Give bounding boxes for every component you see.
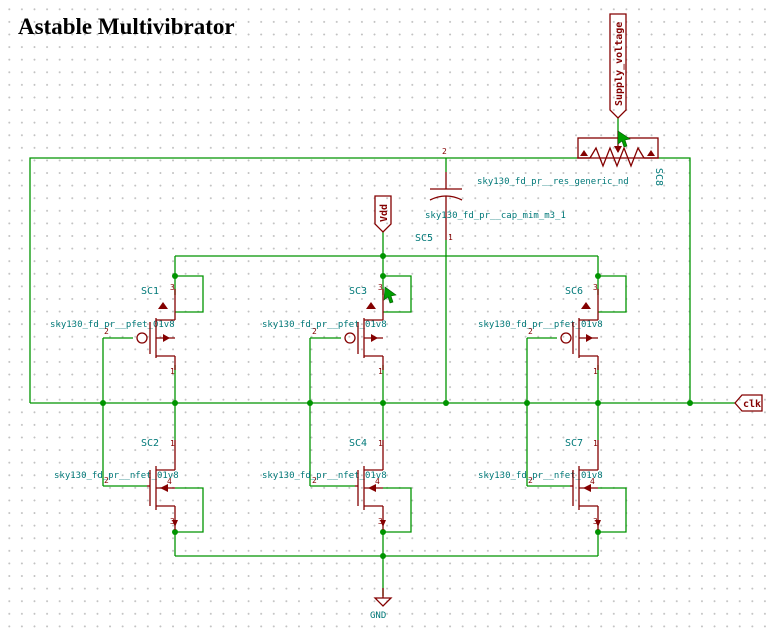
svg-text:3: 3 bbox=[593, 517, 598, 526]
port-clk[interactable]: clk bbox=[734, 394, 763, 412]
ref-label: SC2 bbox=[141, 438, 159, 449]
supply-voltage-label: Supply_voltage bbox=[614, 22, 625, 106]
svg-text:2: 2 bbox=[104, 476, 109, 485]
ref-label: SC4 bbox=[349, 438, 367, 449]
svg-text:2: 2 bbox=[528, 327, 533, 336]
svg-text:1: 1 bbox=[593, 367, 598, 376]
probe-icon bbox=[383, 286, 397, 304]
model-label: sky130_fd_pr__pfet_01v8 bbox=[478, 320, 603, 330]
probe-icon bbox=[617, 130, 631, 148]
clk-label: clk bbox=[743, 399, 761, 410]
svg-text:1: 1 bbox=[593, 439, 598, 448]
vdd-label: Vdd bbox=[379, 204, 390, 222]
gnd-label: GND bbox=[370, 611, 386, 621]
model-label: sky130_fd_pr__nfet_01v8 bbox=[54, 471, 179, 481]
resistor-sc8[interactable]: sky130_fd_pr__res_generic_nd SC8 bbox=[477, 130, 664, 187]
port-vdd[interactable]: Vdd bbox=[374, 195, 392, 233]
transistor-sc1[interactable]: SC1 sky130_fd_pr__pfet_01v8 3 2 1 bbox=[50, 283, 176, 376]
ground-symbol: GND bbox=[370, 588, 393, 621]
svg-text:2: 2 bbox=[442, 147, 447, 156]
svg-text:4: 4 bbox=[167, 477, 172, 486]
svg-text:3: 3 bbox=[593, 283, 598, 292]
model-label: sky130_fd_pr__nfet_01v8 bbox=[262, 471, 387, 481]
svg-text:1: 1 bbox=[170, 439, 175, 448]
svg-text:4: 4 bbox=[590, 477, 595, 486]
port-supply-voltage[interactable]: Supply_voltage bbox=[609, 13, 627, 119]
model-label: sky130_fd_pr__pfet_01v8 bbox=[50, 320, 175, 330]
svg-text:3: 3 bbox=[170, 517, 175, 526]
svg-text:4: 4 bbox=[375, 477, 380, 486]
svg-text:1: 1 bbox=[448, 233, 453, 242]
transistor-sc4[interactable]: SC4 sky130_fd_pr__nfet_01v8 1 2 4 3 bbox=[262, 438, 387, 530]
model-label: sky130_fd_pr__nfet_01v8 bbox=[478, 471, 603, 481]
svg-text:2: 2 bbox=[312, 476, 317, 485]
model-label: sky130_fd_pr__cap_mim_m3_1 bbox=[425, 211, 566, 221]
transistor-sc3[interactable]: SC3 sky130_fd_pr__pfet_01v8 3 2 1 bbox=[262, 283, 397, 376]
svg-text:1: 1 bbox=[170, 367, 175, 376]
ref-label: SC1 bbox=[141, 286, 159, 297]
svg-text:1: 1 bbox=[378, 367, 383, 376]
svg-text:3: 3 bbox=[378, 283, 383, 292]
page-title: Astable Multivibrator bbox=[18, 14, 235, 39]
svg-text:1: 1 bbox=[378, 439, 383, 448]
ref-label: SC8 bbox=[653, 168, 664, 186]
transistor-sc6[interactable]: SC6 sky130_fd_pr__pfet_01v8 3 2 1 bbox=[478, 283, 603, 376]
capacitor-sc5[interactable]: 2 sky130_fd_pr__cap_mim_m3_1 SC5 1 bbox=[415, 147, 566, 244]
ref-label: SC5 bbox=[415, 233, 433, 244]
ref-label: SC6 bbox=[565, 286, 583, 297]
svg-text:2: 2 bbox=[528, 476, 533, 485]
svg-text:2: 2 bbox=[104, 327, 109, 336]
ref-label: SC7 bbox=[565, 438, 583, 449]
junctions bbox=[100, 253, 693, 559]
svg-text:3: 3 bbox=[170, 283, 175, 292]
svg-text:2: 2 bbox=[312, 327, 317, 336]
ref-label: SC3 bbox=[349, 286, 367, 297]
model-label: sky130_fd_pr__pfet_01v8 bbox=[262, 320, 387, 330]
transistor-sc2[interactable]: SC2 sky130_fd_pr__nfet_01v8 1 2 4 3 bbox=[54, 438, 179, 530]
model-label: sky130_fd_pr__res_generic_nd bbox=[477, 177, 629, 187]
svg-text:3: 3 bbox=[378, 517, 383, 526]
transistor-sc7[interactable]: SC7 sky130_fd_pr__nfet_01v8 1 2 4 3 bbox=[478, 438, 603, 530]
